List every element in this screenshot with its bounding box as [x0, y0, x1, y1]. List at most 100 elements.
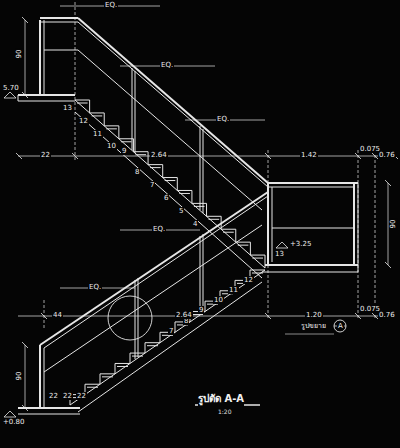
stair-tread: [102, 376, 113, 377]
dimension-label: 22: [48, 392, 59, 400]
dimension-label: +0.80: [2, 418, 25, 426]
dimension-label: 90: [15, 49, 23, 60]
dimension-label: 0.76: [378, 311, 396, 319]
dimension-label: 12: [78, 117, 89, 125]
stair-tread: [92, 115, 103, 116]
stair-tread: [119, 138, 134, 139]
stair-tread: [265, 255, 266, 268]
dimension-label: 2.64: [150, 151, 168, 159]
stair-tread: [250, 242, 251, 255]
stair-tread: [100, 373, 115, 374]
stair-tread: [133, 151, 148, 152]
dimension-label: 5: [178, 207, 184, 215]
stair-tread: [194, 206, 205, 207]
dimension-label: 13: [274, 250, 285, 258]
stair-tread: [235, 229, 236, 242]
stair-tread: [238, 245, 249, 246]
stair-tread: [118, 126, 119, 139]
stair-tread: [130, 353, 145, 354]
stair-tread: [85, 384, 100, 385]
stair-tread: [147, 345, 158, 346]
dimension-label: รูปขยาย: [300, 322, 327, 330]
stair-tread: [192, 314, 203, 315]
dimension-label: 22: [62, 392, 73, 400]
stair-tread: [236, 242, 251, 243]
stair-tread: [252, 258, 263, 259]
dimension-label: 11: [228, 286, 239, 294]
stair-tread: [177, 178, 178, 191]
stair-tread: [121, 141, 132, 142]
stair-tread: [148, 164, 163, 165]
dimension-label: EQ.: [152, 225, 166, 233]
stair-tread: [179, 193, 190, 194]
stair-tread: [133, 139, 134, 152]
stair-tread: [150, 167, 161, 168]
stair-tread: [75, 100, 90, 101]
stair-tread: [145, 343, 146, 353]
stair-tread: [77, 103, 88, 104]
stair-tread: [223, 232, 234, 233]
stair-tread: [132, 356, 143, 357]
stair-tread: [148, 152, 149, 165]
dimension-label: +3.25: [289, 240, 312, 248]
dimension-label: EQ.: [160, 61, 174, 69]
stair-tread: [160, 332, 161, 342]
dimension-label: 0.76: [378, 151, 396, 159]
stair-tread: [89, 100, 90, 113]
dimension-label: 12: [243, 276, 254, 284]
stair-tread: [209, 219, 220, 220]
stair-tread: [100, 374, 101, 384]
dimension-label: 11: [92, 130, 103, 138]
dimension-label: 44: [52, 311, 63, 319]
stair-tread: [130, 353, 131, 363]
dimension-label: 90: [15, 371, 23, 382]
dimension-label: 7: [168, 327, 174, 335]
stair-tread: [207, 216, 222, 217]
stair-tread: [205, 301, 206, 311]
dimension-label: 8: [134, 168, 140, 176]
stair-tread: [192, 203, 207, 204]
dimension-label: 22: [40, 151, 51, 159]
stair-tread: [191, 190, 192, 203]
dimension-label: 6: [163, 194, 169, 202]
stair-tread: [106, 128, 117, 129]
stair-tread: [145, 342, 160, 343]
dimension-label: 9: [121, 147, 127, 155]
dimension-label: EQ.: [88, 283, 102, 291]
dimension-label: 4: [192, 220, 198, 228]
dimension-label: 1.42: [300, 151, 318, 159]
stair-tread: [250, 270, 265, 271]
stair-tread: [135, 154, 146, 155]
stair-tread: [250, 255, 265, 256]
section-title: รูปตัด A-A: [198, 391, 244, 406]
stair-tread: [115, 363, 130, 364]
dimension-label: 5.70: [2, 84, 20, 92]
dimension-label: 22: [76, 392, 87, 400]
stair-tread: [162, 165, 163, 178]
stair-tread: [177, 190, 192, 191]
stair-tread: [104, 125, 119, 126]
dimension-label: 9: [198, 306, 204, 314]
dimension-label: EQ.: [104, 1, 118, 9]
stair-tread: [104, 113, 105, 126]
dimension-label: 7: [149, 181, 155, 189]
stair-tread: [165, 180, 176, 181]
stair-tread: [175, 322, 176, 332]
dimension-label: A: [337, 322, 344, 330]
dimension-label: 13: [62, 104, 73, 112]
stair-tread: [252, 273, 263, 274]
stair-tread: [163, 177, 178, 178]
stair-tread: [115, 363, 116, 373]
stair-tread: [87, 387, 98, 388]
dimension-label: 90: [389, 219, 397, 230]
stair-tread: [117, 366, 128, 367]
dimension-label: EQ.: [216, 115, 230, 123]
dimension-label: 10: [106, 142, 117, 150]
dimension-label: 2.64: [175, 311, 193, 319]
stair-tread: [221, 216, 222, 229]
stair-tread: [221, 229, 236, 230]
scale-caption: 1:20: [218, 408, 231, 415]
stair-tread: [206, 203, 207, 216]
